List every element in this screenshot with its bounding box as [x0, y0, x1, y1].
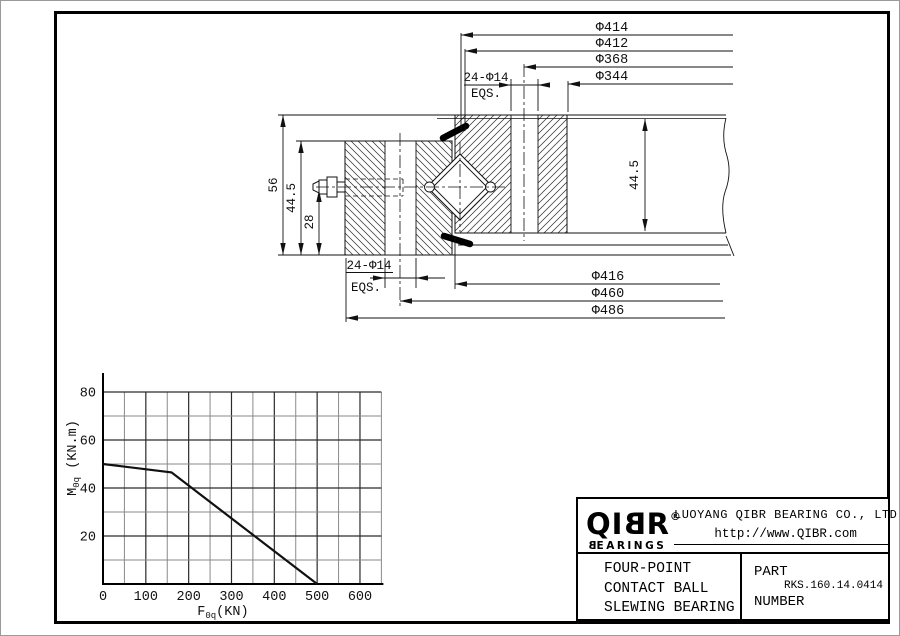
- y-axis-label: M0q (KN.m): [66, 420, 82, 496]
- qibr-logo: QIBR®: [586, 507, 681, 541]
- x-tick-label: 100: [134, 590, 158, 605]
- inner-ring-bolt-hole: [510, 114, 539, 234]
- dim-phi416: Φ416: [592, 270, 624, 285]
- y-tick-label: 20: [80, 531, 96, 546]
- break-line: [722, 117, 730, 234]
- title-block: QIBR® BEARINGS LUOYANG QIBR BEARING CO.,…: [576, 497, 897, 621]
- dim-phi414: Φ414: [596, 21, 628, 36]
- mating-structure: [437, 114, 735, 257]
- title-block-header: QIBR® BEARINGS LUOYANG QIBR BEARING CO.,…: [578, 499, 897, 554]
- company-divider: [674, 543, 888, 545]
- part-number-cell: PART NUMBER RKS.160.14.0414: [740, 554, 888, 621]
- x-tick-label: 200: [177, 590, 201, 605]
- dim-44-5-right: 44.5: [628, 160, 642, 190]
- company-name: LUOYANG QIBR BEARING CO., LTD: [674, 508, 898, 522]
- centerlines: [316, 64, 525, 306]
- dim-phi486: Φ486: [592, 304, 624, 319]
- part-number-value: RKS.160.14.0414: [783, 580, 883, 592]
- hole-note-top: 24-Φ14: [463, 71, 508, 85]
- title-block-body: FOUR-POINT CONTACT BALL SLEWING BEARING …: [578, 554, 888, 621]
- x-axis-label: F0q(KN): [197, 605, 248, 621]
- grease-passage-hidden: [345, 178, 404, 197]
- company-website[interactable]: http://www.QIBR.com: [714, 527, 857, 541]
- x-tick-label: 400: [262, 590, 286, 605]
- seal-top: [439, 122, 470, 142]
- x-tick-label: 600: [348, 590, 372, 605]
- company-logo: QIBR® BEARINGS: [578, 499, 681, 552]
- dim-phi344: Φ344: [596, 70, 628, 85]
- hole-note-bottom: 24-Φ14: [346, 259, 391, 273]
- dimension-lines: [280, 32, 733, 321]
- product-description: FOUR-POINT CONTACT BALL SLEWING BEARING: [578, 554, 740, 621]
- y-tick-label: 40: [80, 483, 96, 498]
- seal-bottom: [440, 232, 474, 248]
- product-line-2: CONTACT BALL: [604, 580, 709, 597]
- seals: [439, 122, 474, 248]
- outer-ring-bolt-hole: [384, 140, 417, 256]
- part-label: PART: [754, 564, 788, 580]
- capacity-curve: [102, 462, 318, 585]
- number-label: NUMBER: [754, 594, 805, 610]
- dim-28: 28: [303, 214, 317, 229]
- bearing-section: [312, 114, 735, 257]
- dimension-labels: Φ414 Φ412 Φ368 Φ344 24-Φ14 EQS. 24-Φ14 E…: [267, 21, 642, 319]
- dim-phi412: Φ412: [596, 37, 628, 52]
- logo-bearings-text: BEARINGS: [586, 540, 667, 552]
- y-tick-label: 60: [80, 435, 96, 450]
- hole-note-top-eqs: EQS.: [471, 87, 501, 101]
- hole-note-bottom-eqs: EQS.: [351, 281, 381, 295]
- x-tick-label: 300: [219, 590, 243, 605]
- x-tick-label: 500: [305, 590, 329, 605]
- dim-phi368: Φ368: [596, 53, 628, 68]
- product-line-1: FOUR-POINT: [604, 561, 692, 577]
- extension-lines: [278, 33, 569, 322]
- registered-mark-icon: ®: [669, 510, 681, 523]
- y-tick-label: 80: [80, 387, 96, 402]
- drawing-frame: [54, 11, 890, 624]
- dim-44-5-left: 44.5: [285, 183, 299, 213]
- x-tick-label: 0: [99, 590, 107, 605]
- dim-phi460: Φ460: [592, 287, 624, 302]
- product-line-3: SLEWING BEARING: [604, 600, 735, 616]
- company-info: LUOYANG QIBR BEARING CO., LTD http://www…: [674, 499, 897, 552]
- dim-56: 56: [267, 177, 281, 192]
